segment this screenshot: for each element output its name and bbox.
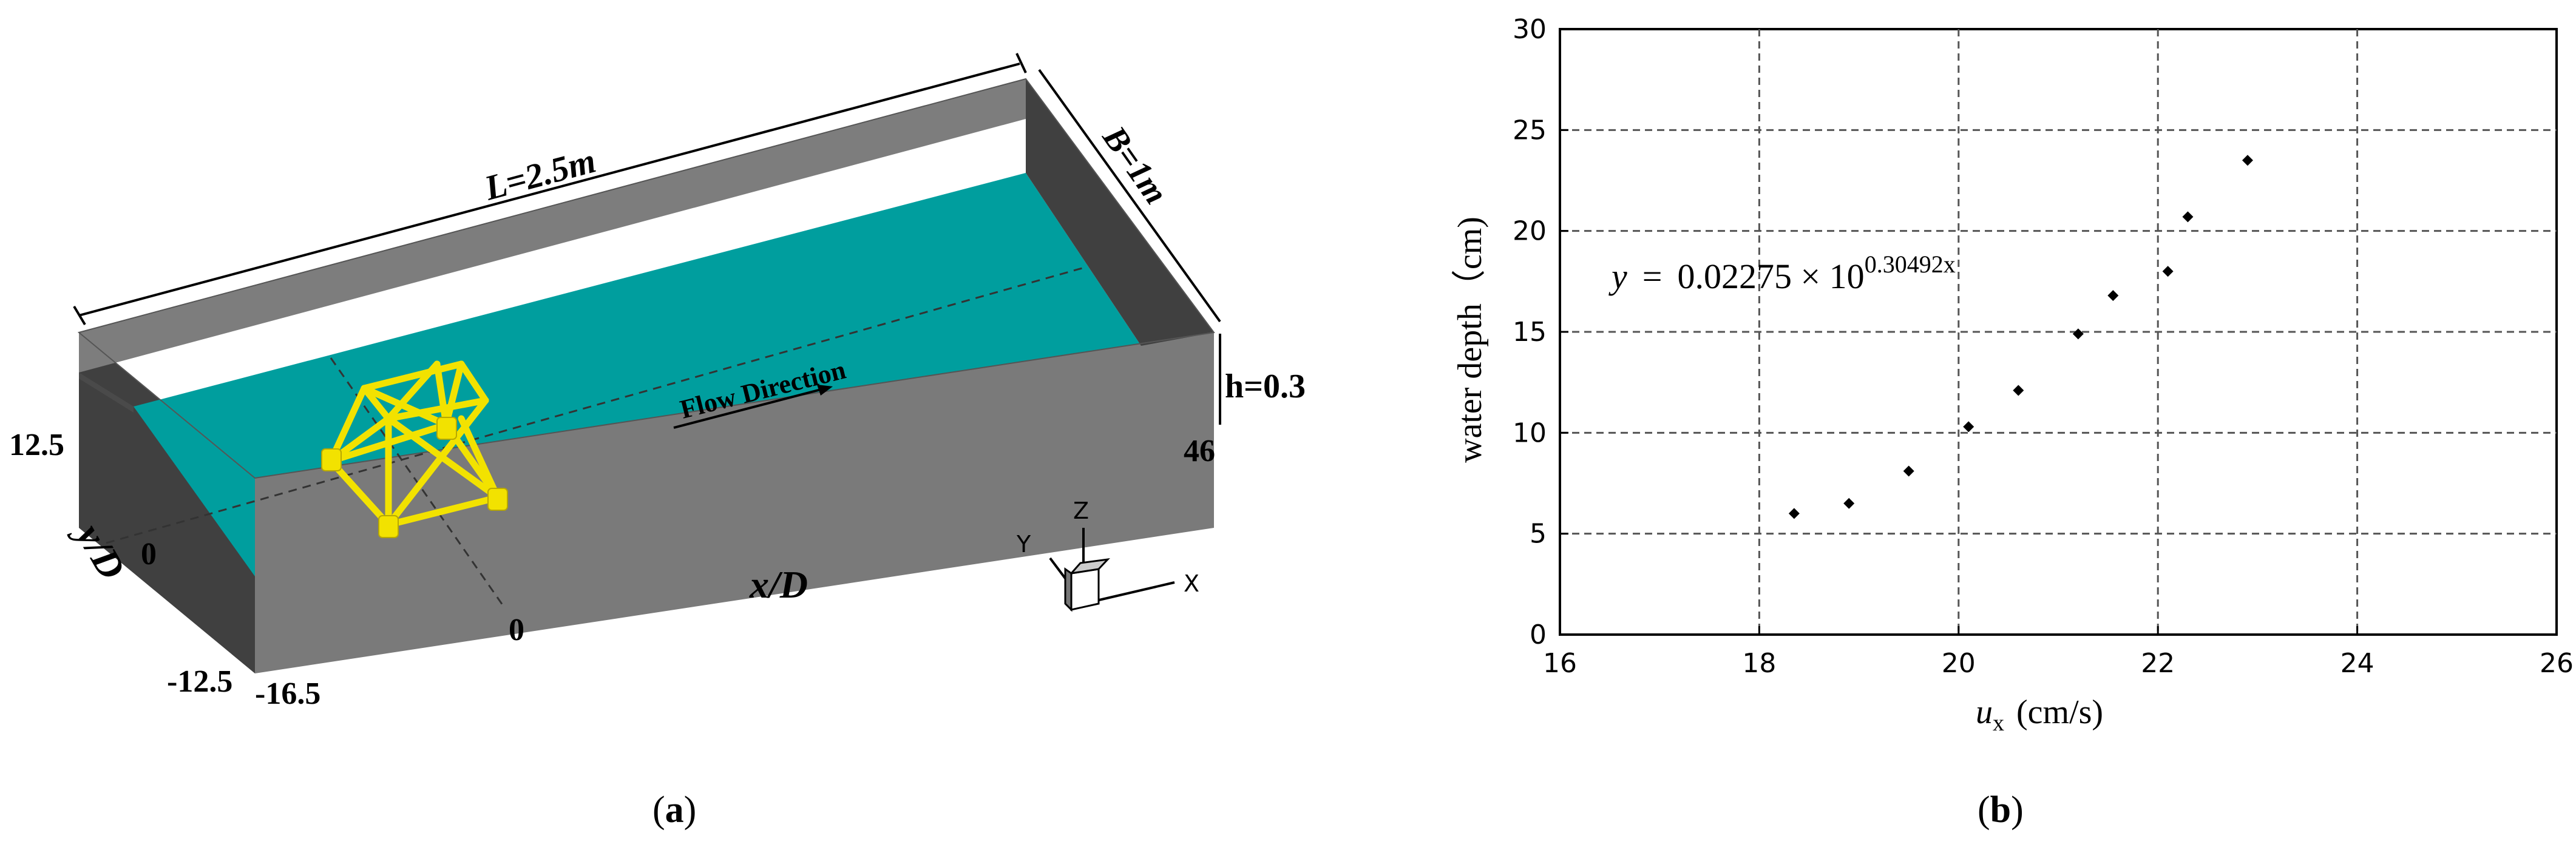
data-point bbox=[2242, 155, 2253, 166]
caption-b: (b) bbox=[1978, 789, 2024, 832]
x-tick-label: 26 bbox=[2540, 648, 2574, 679]
x-tick-label: 18 bbox=[1742, 648, 1776, 679]
x-tick-label: 24 bbox=[2340, 648, 2374, 679]
centerline-x bbox=[106, 266, 1087, 544]
triad-x-label: X bbox=[1184, 570, 1199, 597]
axis-triad: Z Y X bbox=[1016, 497, 1199, 612]
caption-a-close: ) bbox=[683, 789, 697, 831]
tick-x-zero: 0 bbox=[509, 613, 524, 647]
x-axis-title-unit: (cm/s) bbox=[2016, 693, 2103, 731]
flow-arrow-head bbox=[817, 385, 833, 396]
tick-x-start: -16.5 bbox=[255, 676, 320, 711]
tank-left-wall bbox=[79, 332, 255, 673]
dim-breadth-line bbox=[1038, 69, 1221, 323]
data-point bbox=[1903, 465, 1914, 477]
x-axis-title-main: u bbox=[1976, 693, 1993, 731]
tank-back-top-edge bbox=[77, 78, 1215, 479]
tick-layer: 16 18 20 22 24 26 0 5 10 15 20 25 30 bbox=[1513, 14, 2574, 679]
data-point bbox=[1963, 421, 1974, 433]
tank-far-right-wall bbox=[1026, 79, 1214, 346]
caption-a: (a) bbox=[652, 789, 696, 832]
data-point bbox=[2162, 266, 2174, 277]
data-point bbox=[2072, 328, 2084, 340]
data-point bbox=[1788, 508, 1800, 519]
height-label: h=0.3m bbox=[1225, 368, 1305, 405]
caption-b-close: ) bbox=[2011, 789, 2024, 831]
data-point bbox=[2182, 211, 2194, 223]
flume-schematic: Flow Direction L=2.5m B=1m h=0.3m 12.5 0… bbox=[9, 53, 1305, 711]
y-tick-label: 5 bbox=[1530, 519, 1547, 550]
fit-equation-lhs: y bbox=[1608, 257, 1627, 296]
x-axis-title: ux (cm/s) bbox=[1976, 693, 2103, 736]
y-tick-label: 10 bbox=[1513, 417, 1547, 448]
fit-equation-exponent: 0.30492x bbox=[1865, 251, 1956, 278]
tank-front-wall bbox=[255, 332, 1214, 673]
data-point bbox=[2013, 385, 2024, 396]
y-axis-title: water depth（cm) bbox=[1451, 217, 1489, 463]
caption-b-open: ( bbox=[1978, 789, 1990, 831]
tick-y-bottom: -12.5 bbox=[167, 664, 232, 699]
tick-y-zero: 0 bbox=[141, 537, 157, 571]
data-point bbox=[2107, 290, 2119, 302]
y-tick-label: 15 bbox=[1513, 317, 1547, 348]
dim-length-tick-left bbox=[73, 305, 86, 326]
dim-length-line bbox=[78, 62, 1020, 317]
x-tick-label: 20 bbox=[1942, 648, 1976, 679]
tank-inner-left-wall bbox=[79, 373, 134, 413]
fit-equation-eq: = bbox=[1642, 257, 1663, 296]
tick-y-top: 12.5 bbox=[9, 428, 64, 462]
triad-z-label: Z bbox=[1073, 497, 1089, 524]
y-tick-label: 20 bbox=[1513, 216, 1547, 247]
y-tick-label: 0 bbox=[1530, 619, 1547, 650]
flow-arrow bbox=[673, 387, 826, 429]
x-axis-title-subscript: x bbox=[1993, 710, 2004, 736]
caption-a-letter: a bbox=[665, 789, 684, 831]
triad-cube-side bbox=[1064, 567, 1073, 612]
x-axis-label: x/D bbox=[749, 563, 808, 606]
fit-equation: y = 0.02275 × 100.30492x bbox=[1608, 251, 1956, 296]
caption-a-open: ( bbox=[652, 789, 665, 831]
caption-b-letter: b bbox=[1990, 789, 2012, 831]
triad-y-label: Y bbox=[1016, 531, 1031, 558]
scatter-points-layer bbox=[1788, 155, 2253, 519]
dim-length-tick-right bbox=[1015, 53, 1027, 73]
y-tick-label: 25 bbox=[1513, 115, 1547, 146]
tick-x-end: 46 bbox=[1184, 434, 1215, 468]
y-tick-label: 30 bbox=[1513, 14, 1547, 45]
tank-back-wall bbox=[79, 79, 1026, 373]
grid-layer bbox=[1560, 29, 2557, 635]
triad-cube-top bbox=[1069, 558, 1110, 575]
x-tick-label: 22 bbox=[2141, 648, 2175, 679]
data-point bbox=[1843, 497, 1855, 509]
x-tick-label: 16 bbox=[1543, 648, 1577, 679]
fit-equation-body: 0.02275 × 10 bbox=[1677, 257, 1864, 296]
jacket-feet bbox=[321, 417, 508, 538]
